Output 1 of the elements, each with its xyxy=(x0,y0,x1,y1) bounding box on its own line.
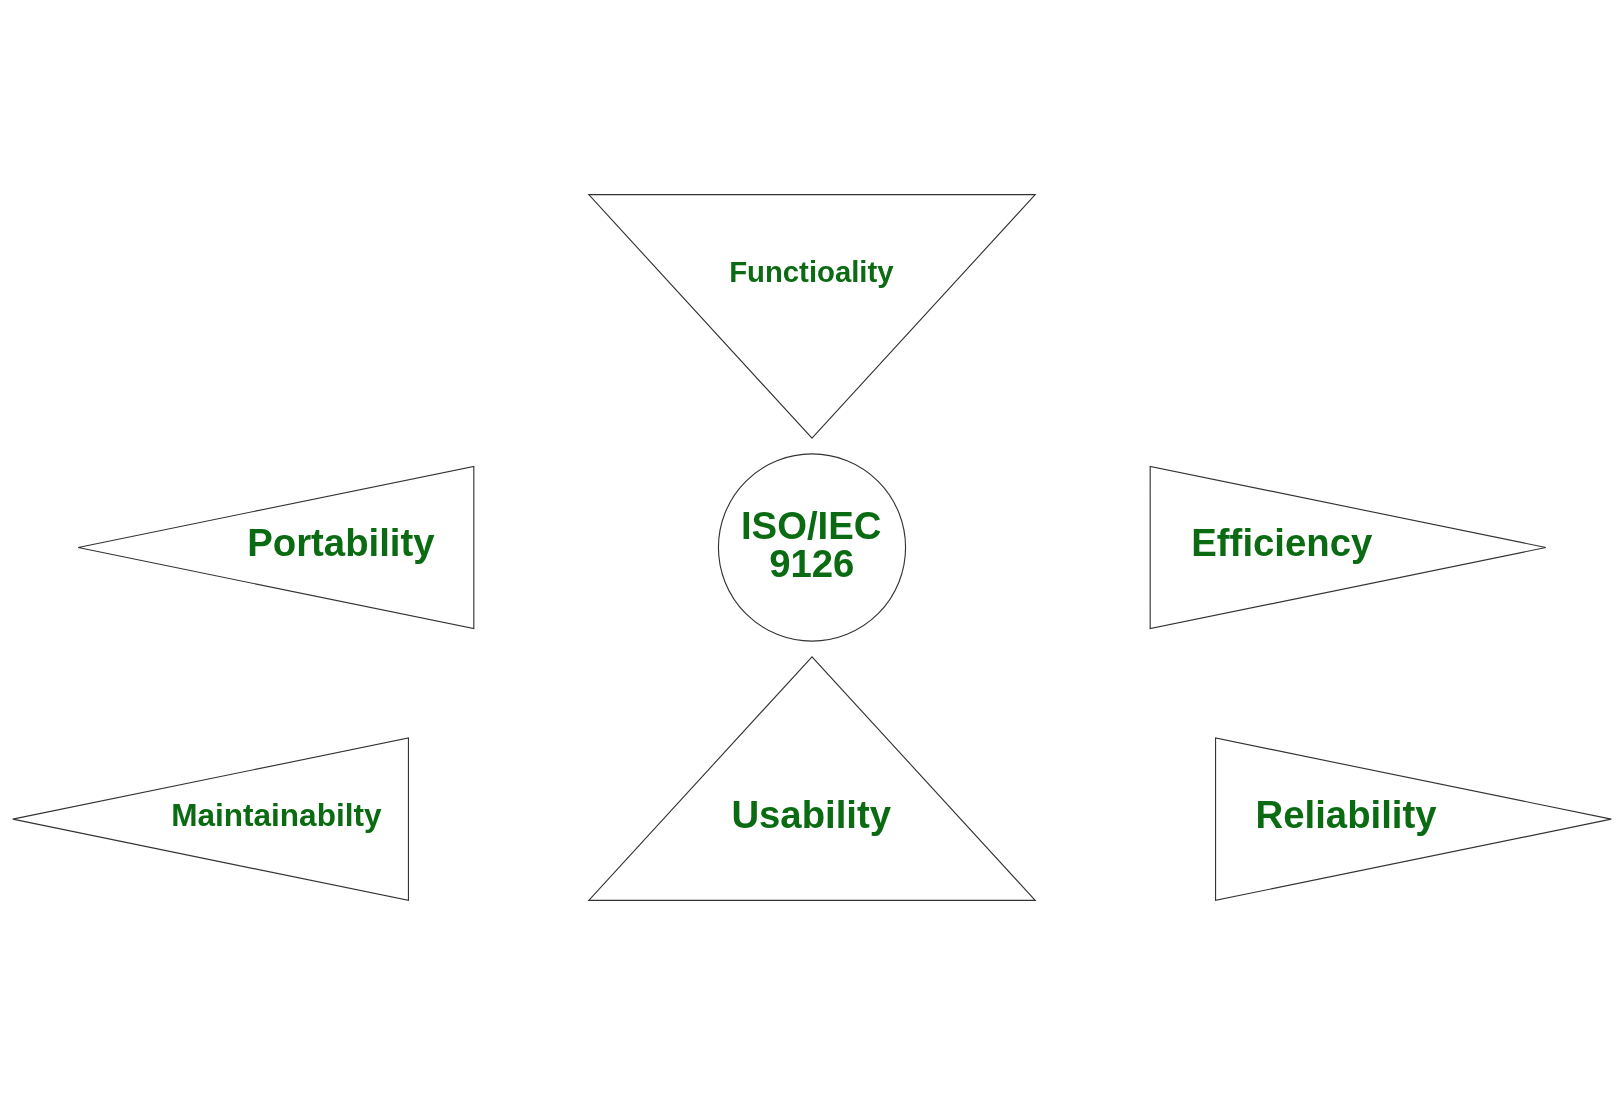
node-circle: ISO/IEC 9126 xyxy=(717,453,907,642)
